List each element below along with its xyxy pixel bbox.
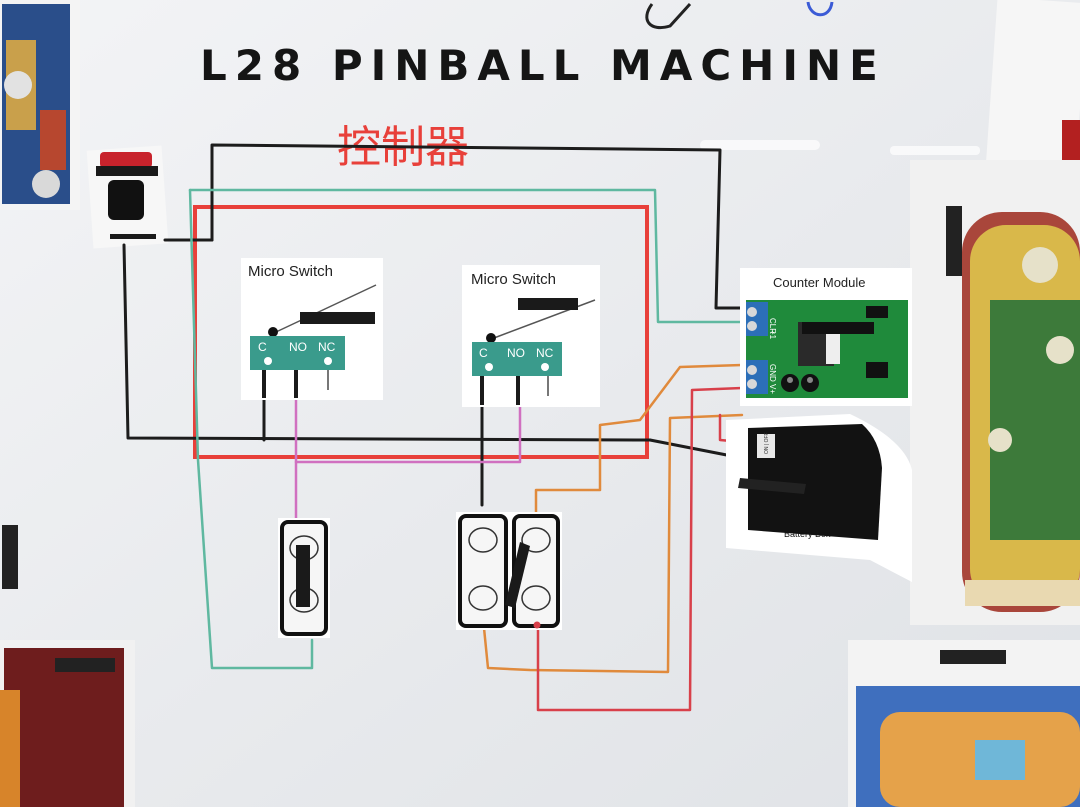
wire-teal: [188, 188, 314, 670]
pinball-playfield-poster: [910, 160, 1080, 625]
wire-pink: [294, 403, 522, 464]
counter-module: Counter Module CLR +1 GND V+: [740, 268, 912, 406]
switch-left-pin-c: C: [258, 340, 267, 354]
poster-bottom-right: [848, 640, 1080, 807]
push-button-card: [86, 145, 169, 249]
micro-switch-left: Micro Switch C NO NC: [241, 258, 383, 400]
switch-left-pin-no: NO: [289, 340, 307, 354]
battery-box: ON | OFF Battery Box: [726, 414, 912, 582]
wire-orange: [482, 413, 744, 674]
partial-handwriting: [806, 1, 834, 17]
wire-orange: [534, 363, 744, 514]
board-title: L28 PINBALL MACHINE: [200, 41, 886, 90]
counter-module-title: Counter Module: [773, 275, 866, 290]
rocker-switch-right-a: [456, 512, 512, 630]
rocker-switch-left: [278, 518, 330, 638]
switch-right-pin-no: NO: [507, 346, 525, 360]
wire-black: [122, 243, 652, 442]
poster-bottom-left: [0, 640, 135, 807]
partial-handwriting: [645, 2, 692, 29]
wire-red: [536, 386, 744, 712]
switch-left-pin-nc: NC: [318, 340, 336, 354]
magnet-strip: [946, 206, 962, 276]
micro-switch-right-title: Micro Switch: [471, 271, 556, 288]
magnet-strip: [2, 525, 18, 589]
switch-right-pin-c: C: [479, 346, 488, 360]
micro-switch-right: Micro Switch C NO NC: [462, 265, 600, 407]
battery-box-label: Battery Box: [784, 529, 831, 539]
counter-pin-vplus: V+: [768, 384, 777, 394]
counter-pin-gnd: GND: [768, 364, 777, 382]
glare: [700, 140, 820, 150]
counter-pin-clr: CLR: [768, 318, 777, 334]
counter-pin-plus1: +1: [768, 330, 777, 340]
poster-top-left: [0, 0, 80, 210]
switch-right-pin-nc: NC: [536, 346, 554, 360]
rocker-switch-right-b: [505, 512, 562, 630]
wire-black: [210, 143, 744, 310]
glare: [890, 146, 980, 155]
micro-switch-left-title: Micro Switch: [248, 263, 333, 280]
battery-switch-text: ON | OFF: [764, 432, 770, 454]
wire-teal: [188, 188, 744, 324]
